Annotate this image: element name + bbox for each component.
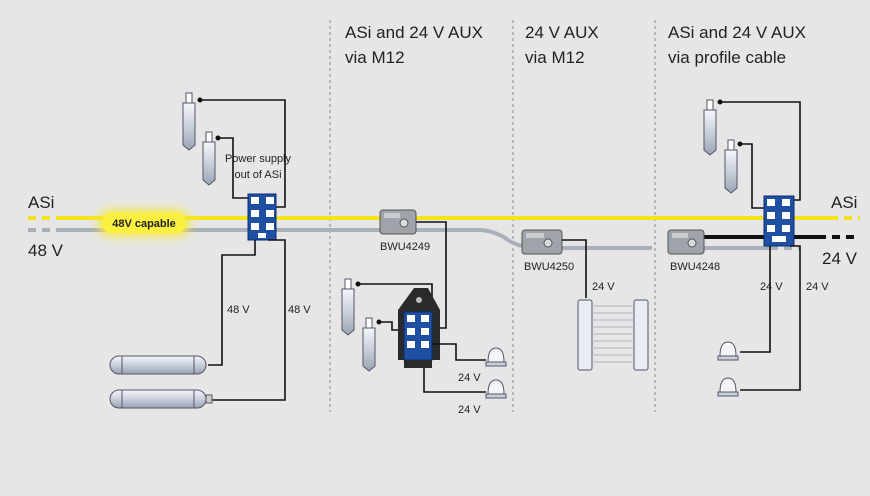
section-1-title-line2: via M12 <box>345 48 405 67</box>
voltage-label-24v-d: 24 V <box>760 281 783 293</box>
asi-io-module <box>763 195 795 247</box>
power-note-line2: out of ASi <box>234 169 281 181</box>
tap-device-bwu4250 <box>521 229 563 255</box>
sensor-icon <box>341 278 355 336</box>
voltage-label-48v-a: 48 V <box>227 304 250 316</box>
signal-lamp-icon <box>485 379 507 399</box>
asi-label-right: ASi <box>831 193 857 212</box>
48v-capable-badge: 48V capable <box>98 210 190 236</box>
tap-device-bwu4248 <box>667 229 705 255</box>
sensor-icon <box>182 92 196 151</box>
section-2-title-line2: via M12 <box>525 48 585 67</box>
section-dividers <box>329 20 656 412</box>
voltage-label-48v-b: 48 V <box>288 304 311 316</box>
tap-device-bwu4249 <box>379 209 417 235</box>
device-label-bwu4250: BWU4250 <box>524 261 574 273</box>
section-2-title-line1: 24 V AUX <box>525 23 599 42</box>
cylinder-actuator <box>109 355 207 375</box>
sensor-icon <box>724 139 738 194</box>
sensor-icon <box>202 131 216 186</box>
v48-label-left: 48 V <box>28 241 64 260</box>
asi-label-left: ASi <box>28 193 54 212</box>
aux-24v-cable <box>700 235 860 250</box>
signal-lamp-icon <box>717 377 739 397</box>
light-curtain <box>577 299 649 371</box>
device-label-bwu4248: BWU4248 <box>670 261 720 273</box>
device-label-bwu4249: BWU4249 <box>380 241 430 253</box>
voltage-label-24v-c: 24 V <box>592 281 615 293</box>
v24-label-right: 24 V <box>822 249 858 268</box>
sensor-icon <box>703 99 717 156</box>
badge-text: 48V capable <box>112 218 176 230</box>
signal-lamp-icon <box>717 341 739 361</box>
voltage-label-24v-b: 24 V <box>458 404 481 416</box>
power-note-line1: Power supply <box>225 153 292 165</box>
section-3-title-line1: ASi and 24 V AUX <box>668 23 806 42</box>
cylinder-actuator <box>109 389 213 409</box>
section-1-title-line1: ASi and 24 V AUX <box>345 23 483 42</box>
asi-io-module <box>247 193 277 241</box>
signal-lamp-icon <box>485 347 507 367</box>
section-3-title-line2: via profile cable <box>668 48 786 67</box>
voltage-label-24v-e: 24 V <box>806 281 829 293</box>
voltage-label-24v-a: 24 V <box>458 372 481 384</box>
asi-io-module <box>398 288 440 368</box>
sensor-icon <box>362 317 376 372</box>
